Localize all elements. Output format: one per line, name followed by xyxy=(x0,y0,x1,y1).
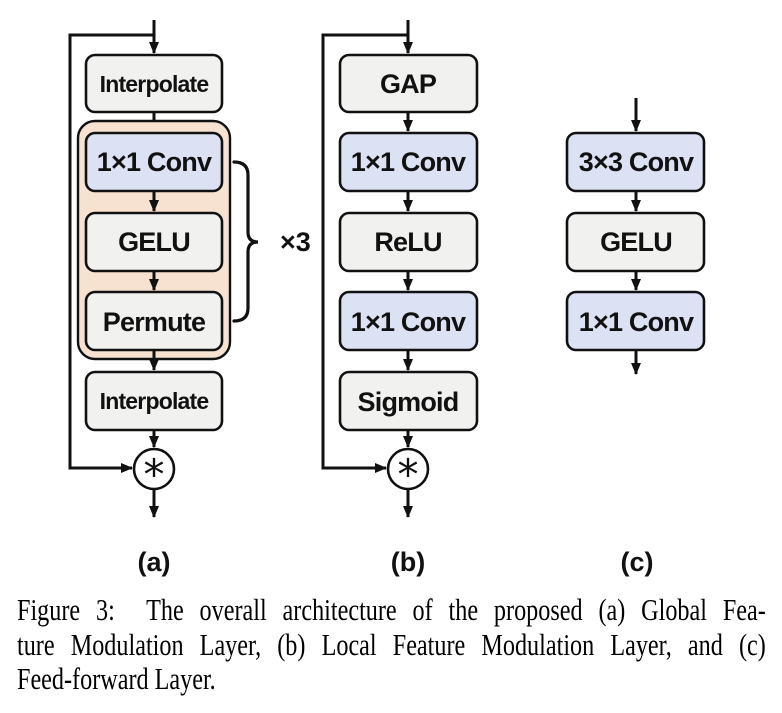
panel-b: GAP 1×1 Conv ReLU 1×1 Conv Sigmoid * (b) xyxy=(321,20,479,577)
panel-label-b: (b) xyxy=(391,547,425,577)
repeat-bracket xyxy=(232,160,259,323)
block-sigmoid-label: Sigmoid xyxy=(358,387,459,417)
block-3x3-conv-label: 3×3 Conv xyxy=(579,147,694,177)
diagram-canvas: Interpolate 1×1 Conv GELU Permute ×3 Int… xyxy=(68,20,706,577)
panel-label-a: (a) xyxy=(138,547,171,577)
multiply-symbol-a: * xyxy=(144,450,165,499)
panel-label-c: (c) xyxy=(621,547,654,577)
block-permute-label: Permute xyxy=(103,307,206,337)
block-1x1-conv-a-label: 1×1 Conv xyxy=(97,147,212,177)
block-interpolate-bottom-label: Interpolate xyxy=(100,388,209,414)
block-relu-label: ReLU xyxy=(374,227,441,257)
panel-a: Interpolate 1×1 Conv GELU Permute ×3 Int… xyxy=(68,20,311,577)
panel-b-skip-connection xyxy=(321,33,408,473)
block-gap-label: GAP xyxy=(380,69,437,99)
multiply-symbol-b: * xyxy=(398,450,419,499)
panel-a-skip-connection xyxy=(68,33,154,473)
block-interpolate-top-label: Interpolate xyxy=(100,71,209,97)
figure-caption-line-2: ture Modulation Layer, (b) Local Feature… xyxy=(17,626,766,662)
figure-caption: Figure 3: The overall architecture of th… xyxy=(17,592,766,697)
block-1x1-conv-b1-label: 1×1 Conv xyxy=(351,147,466,177)
repeat-count-label: ×3 xyxy=(280,227,311,257)
block-gelu-c-label: GELU xyxy=(600,227,672,257)
block-1x1-conv-b2-label: 1×1 Conv xyxy=(351,307,466,337)
figure-caption-line-1: Figure 3: The overall architecture of th… xyxy=(17,592,766,627)
block-gelu-a-label: GELU xyxy=(118,227,190,257)
block-1x1-conv-c-label: 1×1 Conv xyxy=(579,307,694,337)
figure-caption-line-3: Feed-forward Layer. xyxy=(17,661,216,696)
panel-c: 3×3 Conv GELU 1×1 Conv (c) xyxy=(565,98,706,577)
